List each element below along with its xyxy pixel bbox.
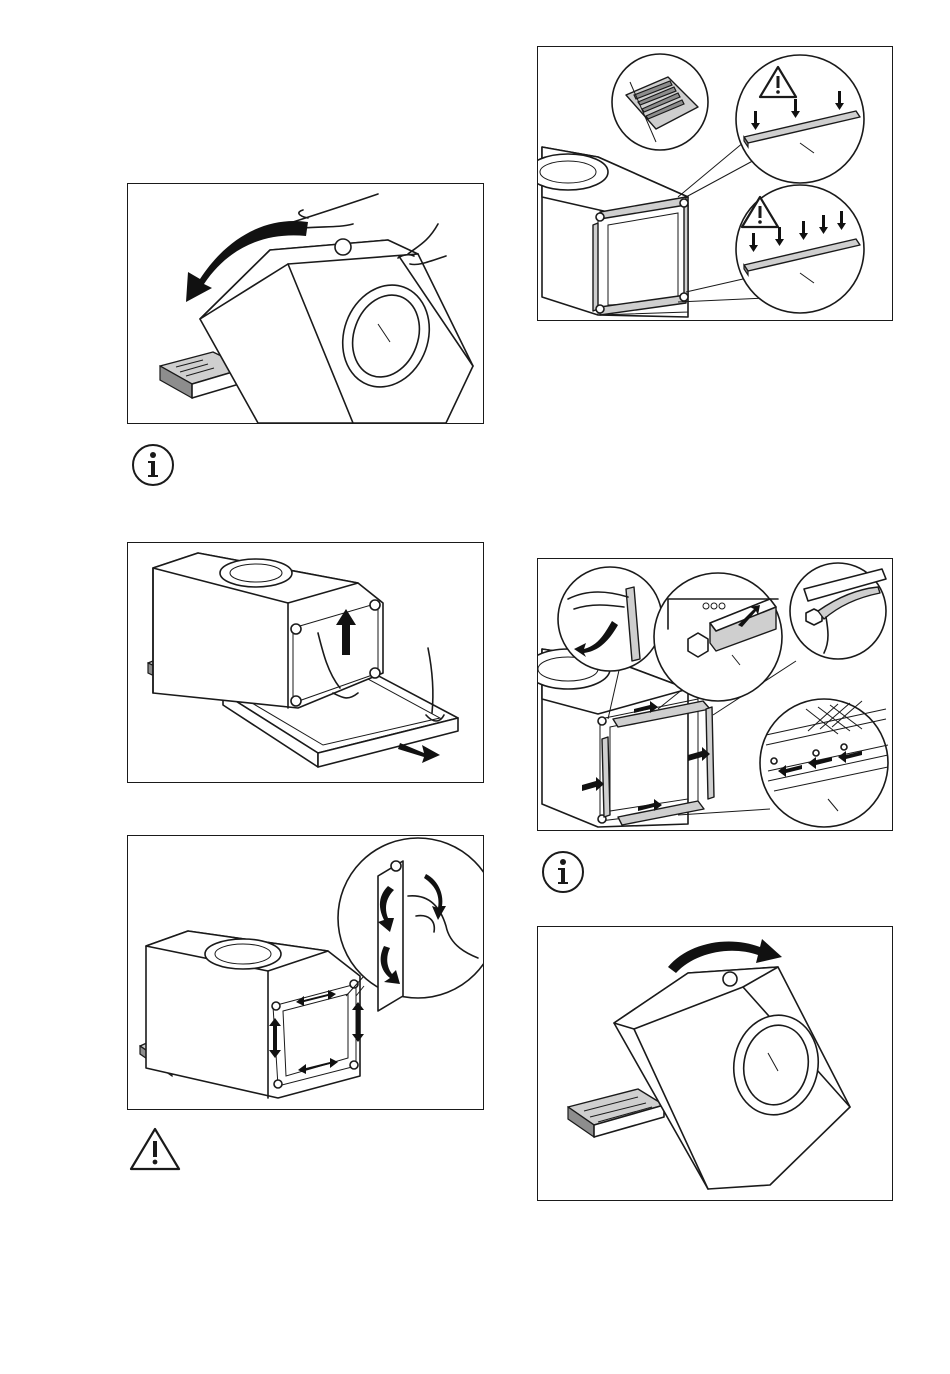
figure-clean-frame <box>127 835 484 1110</box>
figure-tilt-back <box>127 183 484 424</box>
warning-icon <box>128 1126 182 1172</box>
figure-strip-warning <box>537 46 893 321</box>
machine-fit-strips-illustration <box>538 559 892 830</box>
machine-tilt-back-illustration <box>128 184 483 423</box>
machine-remove-base-illustration <box>128 543 483 782</box>
figure-tilt-forward <box>537 926 893 1201</box>
machine-tilt-forward-illustration <box>538 927 892 1200</box>
figure-remove-base <box>127 542 484 783</box>
machine-clean-frame-illustration <box>128 836 483 1109</box>
machine-strips-warning-illustration <box>538 47 892 320</box>
info-icon <box>541 850 585 894</box>
info-icon <box>131 443 175 487</box>
figure-fit-strips <box>537 558 893 831</box>
